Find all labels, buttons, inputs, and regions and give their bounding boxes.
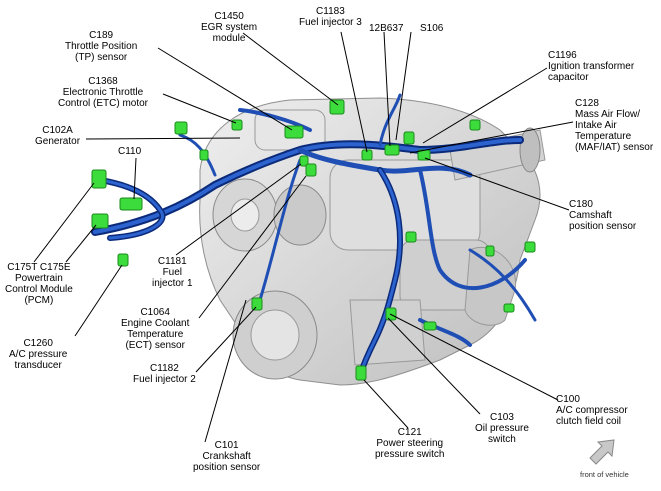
front-arrow-icon [589, 439, 615, 465]
label-s106: S106 [420, 23, 444, 34]
label-c110: C110 [118, 146, 142, 157]
front-of-vehicle-note: front of vehicle [580, 470, 629, 479]
wiring-harness [91, 93, 537, 378]
leader-lines [33, 31, 574, 443]
label-12b637: 12B637 [369, 23, 404, 34]
